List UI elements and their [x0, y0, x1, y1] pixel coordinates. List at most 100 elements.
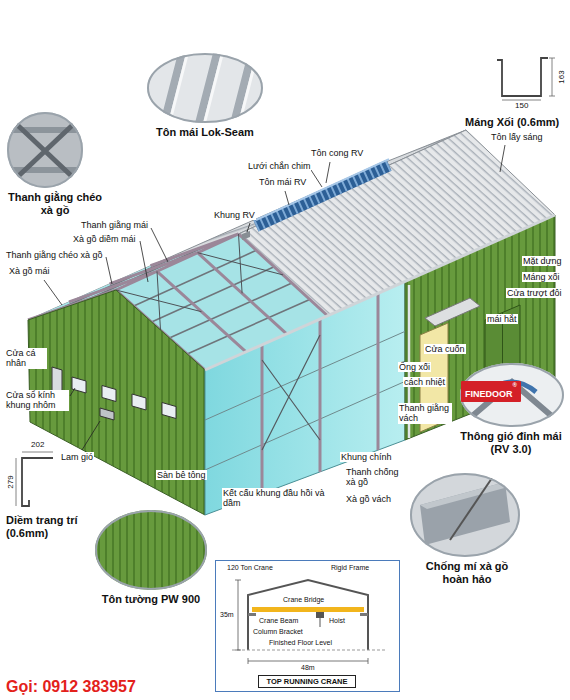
inset-ellipse: Tôn mái Lok-Seam	[140, 53, 270, 139]
inset-heading: Tôn mái Lok-Seam	[140, 126, 270, 139]
profile-title: Diềm trang trí (0.6mm)	[5, 514, 79, 539]
bracing-picture	[7, 112, 83, 188]
photo-ground	[7, 112, 83, 188]
hoist	[316, 612, 324, 618]
part-label: Máng xối	[522, 272, 561, 282]
part-label: Mặt dựng	[522, 256, 563, 266]
part-label: Tôn mái RV	[258, 177, 307, 187]
inset-outline	[147, 53, 263, 123]
dimension: 35m	[219, 611, 235, 618]
part-label: Thanh giằng chéo xà gồ	[5, 250, 104, 260]
inset-heading: Thông gió đỉnh mái (RV 3.0)	[458, 430, 564, 456]
profile-title: Máng Xối (0.6mm)	[464, 116, 560, 129]
registered-mark: ®	[513, 382, 517, 388]
part-label: Tôn cong RV	[310, 148, 364, 158]
rv-frame	[242, 231, 250, 240]
crane-beams	[248, 613, 368, 616]
crane-label: Column Bracket	[252, 628, 304, 635]
dimension-lines	[502, 58, 555, 100]
part-label: Kết cấu khung đầu hồi và dầm	[222, 488, 328, 509]
part-label: Sàn bê tông	[156, 470, 207, 480]
part-label: Xà gồ vách	[345, 494, 392, 504]
part-label: Tôn lấy sáng	[490, 132, 544, 142]
inset-border	[411, 474, 519, 556]
dimension: 202	[30, 441, 45, 449]
crane-label: Hoist	[328, 617, 346, 624]
dimension: 163	[558, 69, 566, 84]
panel-title: TOP RUNNING CRANE	[258, 675, 357, 688]
part-label: Ống xối	[398, 362, 431, 372]
inset-border	[461, 364, 563, 426]
crane-label: Finished Floor Level	[268, 639, 333, 646]
dimension-lines	[235, 580, 368, 664]
part-label: Thanh chống xà gồ	[345, 467, 409, 488]
wall-panel-picture	[95, 510, 207, 590]
part-label: cách nhiệt	[403, 377, 446, 387]
crane-label: Crane Bridge	[282, 596, 325, 603]
dimension: 150	[514, 102, 529, 110]
crane-label: 120 Ton Crane	[226, 564, 274, 571]
main-frames	[262, 293, 378, 494]
louver	[100, 408, 114, 420]
photo-ground	[410, 473, 520, 557]
sag-rod	[450, 478, 492, 540]
rigid-frame	[248, 580, 368, 650]
inset-ellipse: Thông gió đỉnh mái (RV 3.0) FINEDOOR®	[458, 363, 564, 456]
flashing-profile	[22, 458, 53, 506]
inset-border	[96, 511, 206, 589]
wall-girts	[205, 331, 405, 470]
brand-logo: FINEDOOR®	[461, 381, 521, 402]
canopy	[425, 298, 480, 326]
part-label: Cửa trượt đôi	[506, 288, 562, 298]
inset-heading: Tôn tường PW 900	[86, 593, 216, 606]
part-label: mái hắt	[486, 314, 518, 324]
ridge-vent-ribs	[256, 165, 389, 226]
part-label: Thanh giằng mái	[80, 220, 149, 230]
phone-number: Gọi: 0912 383957	[5, 678, 137, 696]
dimension: 48m	[300, 664, 316, 671]
windows	[72, 377, 176, 419]
purlin-web	[420, 482, 510, 545]
part-label: Khung RV	[213, 210, 256, 220]
photo-ground	[460, 363, 564, 427]
dimension-lines	[16, 452, 53, 506]
panel-ground	[147, 53, 263, 123]
gutter-profile	[497, 58, 548, 96]
inset-outline	[410, 473, 520, 557]
crane-bridge	[252, 607, 364, 612]
part-label: Khung chính	[340, 452, 393, 462]
cross-bracing	[10, 118, 80, 184]
crane-ground	[216, 561, 399, 691]
inset-circle: Thanh giằng chéo xà gồ	[3, 112, 107, 217]
part-label: Xà gồ mái	[8, 266, 51, 276]
wall-bracing	[262, 335, 320, 450]
purlin-flange	[420, 482, 512, 509]
brand-name: FINEDOOR	[465, 389, 513, 399]
inset-ellipse: Tôn tường PW 900	[86, 510, 216, 606]
dimension: 279	[7, 474, 15, 489]
purlin-picture	[410, 473, 520, 557]
inset-outline	[7, 112, 83, 188]
part-label: Lam gió	[60, 452, 94, 462]
inset-outline	[95, 510, 207, 590]
inset-border	[148, 54, 262, 122]
wall-panel	[95, 510, 207, 590]
leader-lines	[44, 145, 505, 450]
crane-panel: TOP RUNNING CRANE	[215, 560, 400, 692]
lokseam-picture	[147, 53, 263, 123]
part-label: Lưới chắn chim	[247, 161, 311, 171]
part-label: Thanh giằng vách	[398, 403, 452, 424]
inset-heading: Thanh giằng chéo xà gồ	[3, 191, 107, 217]
inset-ellipse: Chống mí xà gồ hoàn hảo	[410, 473, 520, 586]
floor-line	[232, 650, 385, 651]
part-label: Xà gồ diềm mái	[72, 234, 137, 244]
inset-heading: Chống mí xà gồ hoàn hảo	[415, 560, 519, 586]
ridge-vent	[256, 165, 389, 226]
part-label: Cửa cuốn	[424, 344, 466, 354]
hoist-rope	[320, 618, 321, 627]
crane-label: Rigid Frame	[330, 564, 370, 571]
vent-picture	[460, 363, 564, 427]
part-label: Cửa cá nhân	[5, 348, 47, 369]
